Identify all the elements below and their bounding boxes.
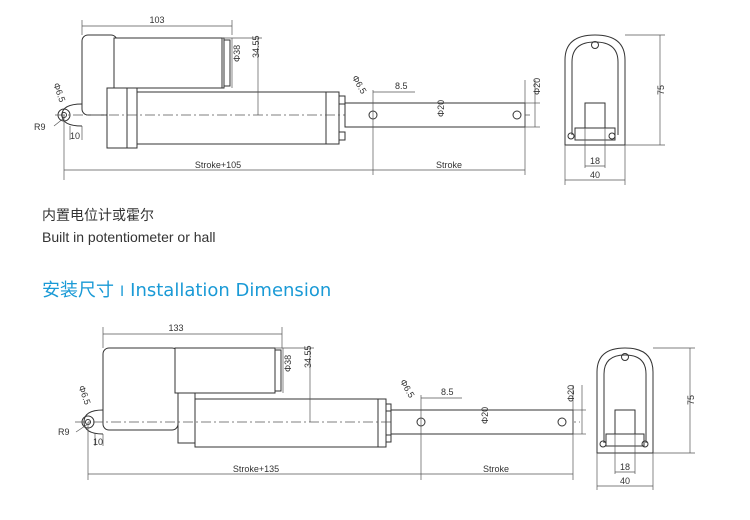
dim-side-width: 40	[590, 170, 600, 180]
section-title-en: Installation Dimension	[130, 280, 332, 301]
dim-stroke: Stroke	[483, 464, 509, 474]
dim-motor-dia: Φ38	[232, 45, 242, 62]
dim-tip-offset: 8.5	[395, 81, 408, 91]
outer-tube	[136, 91, 346, 145]
motor-body	[102, 347, 282, 444]
piston-rod	[344, 80, 526, 175]
dim-length-label: 103	[149, 15, 164, 25]
dim-side-width: 40	[620, 476, 630, 486]
dim-tip-dia: Φ20	[566, 385, 576, 402]
dim-hole-right: Φ6.5	[398, 378, 417, 400]
side-view: 40 18 75	[596, 347, 696, 490]
piston-rod	[390, 385, 574, 480]
section-title: 安装尺寸 I Installation Dimension	[42, 276, 331, 302]
dim-side-inner: 18	[620, 462, 630, 472]
motor-body	[81, 34, 231, 149]
dim-motor-dia: Φ38	[283, 355, 293, 372]
dim-tip-offset: 8.5	[441, 387, 454, 397]
dim-offset: 10	[70, 131, 80, 141]
dim-height: 34.55	[251, 35, 261, 58]
side-view: 40 18 75	[564, 34, 666, 185]
dimension-length: 103	[81, 15, 233, 35]
dim-side-height: 75	[686, 395, 696, 405]
dim-stroke-total: Stroke+105	[195, 160, 241, 170]
dimension-length: 133	[102, 323, 283, 348]
caption-chinese: 内置电位计或霍尔	[42, 208, 154, 224]
dim-radius: R9	[58, 427, 70, 437]
dim-rod-dia: Φ20	[436, 100, 446, 117]
section-title-separator: I	[120, 284, 125, 300]
dim-stroke: Stroke	[436, 160, 462, 170]
dim-length-label: 133	[168, 323, 183, 333]
dim-hole-left: Φ6.5	[51, 82, 67, 104]
dim-radius: R9	[34, 122, 46, 132]
caption-english: Built in potentiometer or hall	[42, 229, 216, 245]
dim-height: 34.55	[303, 345, 313, 368]
rear-clevis	[57, 103, 83, 180]
actuator-drawing-top: 103 Φ6.5 R9 10 Φ38 34.55	[34, 15, 666, 185]
actuator-drawing-bottom: 133 Φ6.5 R9 10 Φ38 34.55 Φ6.5 8.5 Φ20	[58, 323, 696, 490]
dim-hole-right: Φ6.5	[350, 74, 369, 96]
dim-side-inner: 18	[590, 156, 600, 166]
dim-offset: 10	[93, 437, 103, 447]
dim-rod-dia: Φ20	[480, 407, 490, 424]
dim-stroke-total: Stroke+135	[233, 464, 279, 474]
dim-hole-left: Φ6.5	[77, 384, 93, 406]
dim-tip-dia: Φ20	[532, 78, 542, 95]
dim-side-height: 75	[656, 85, 666, 95]
section-title-cn: 安装尺寸	[42, 280, 114, 301]
outer-tube	[194, 398, 392, 448]
